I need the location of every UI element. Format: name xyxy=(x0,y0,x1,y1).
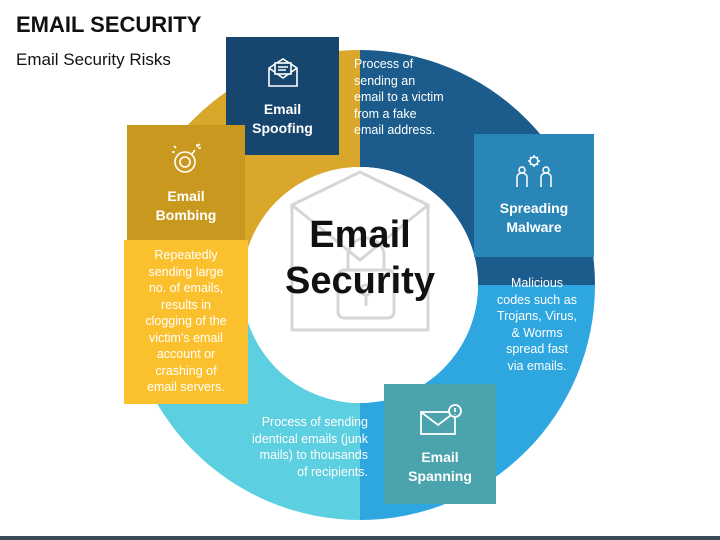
bottom-bar xyxy=(0,536,720,540)
spanning-description: Process of sending identical emails (jun… xyxy=(251,415,368,479)
bombing-label: Email Bombing xyxy=(155,188,217,223)
malware-label: Spreading Malware xyxy=(499,200,569,235)
virus-people-icon xyxy=(514,154,554,193)
spanning-label: Email Spanning xyxy=(408,448,472,484)
spanning-box: Email Spanning xyxy=(384,384,496,504)
page-title: EMAIL SECURITY xyxy=(16,12,202,37)
envelope-lock-watermark-icon xyxy=(290,170,430,332)
bombing-box: Email Bombing xyxy=(127,125,245,240)
center-circle xyxy=(242,167,478,403)
envelope-letter-icon xyxy=(266,55,300,94)
malware-description: Malicious codes such as Trojans, Virus, … xyxy=(497,276,577,373)
malware-box: Spreading Malware xyxy=(474,134,594,257)
envelope-alert-icon xyxy=(417,403,463,442)
center-label: Email Security xyxy=(285,214,435,302)
page-subtitle: Email Security Risks xyxy=(16,50,171,69)
spoofing-description: Process of sending an email to a victim … xyxy=(354,57,444,137)
bomb-icon xyxy=(168,140,204,181)
bombing-description: Repeatedly sending large no. of emails, … xyxy=(124,240,248,404)
spoofing-label: Email Spoofing xyxy=(252,100,313,136)
